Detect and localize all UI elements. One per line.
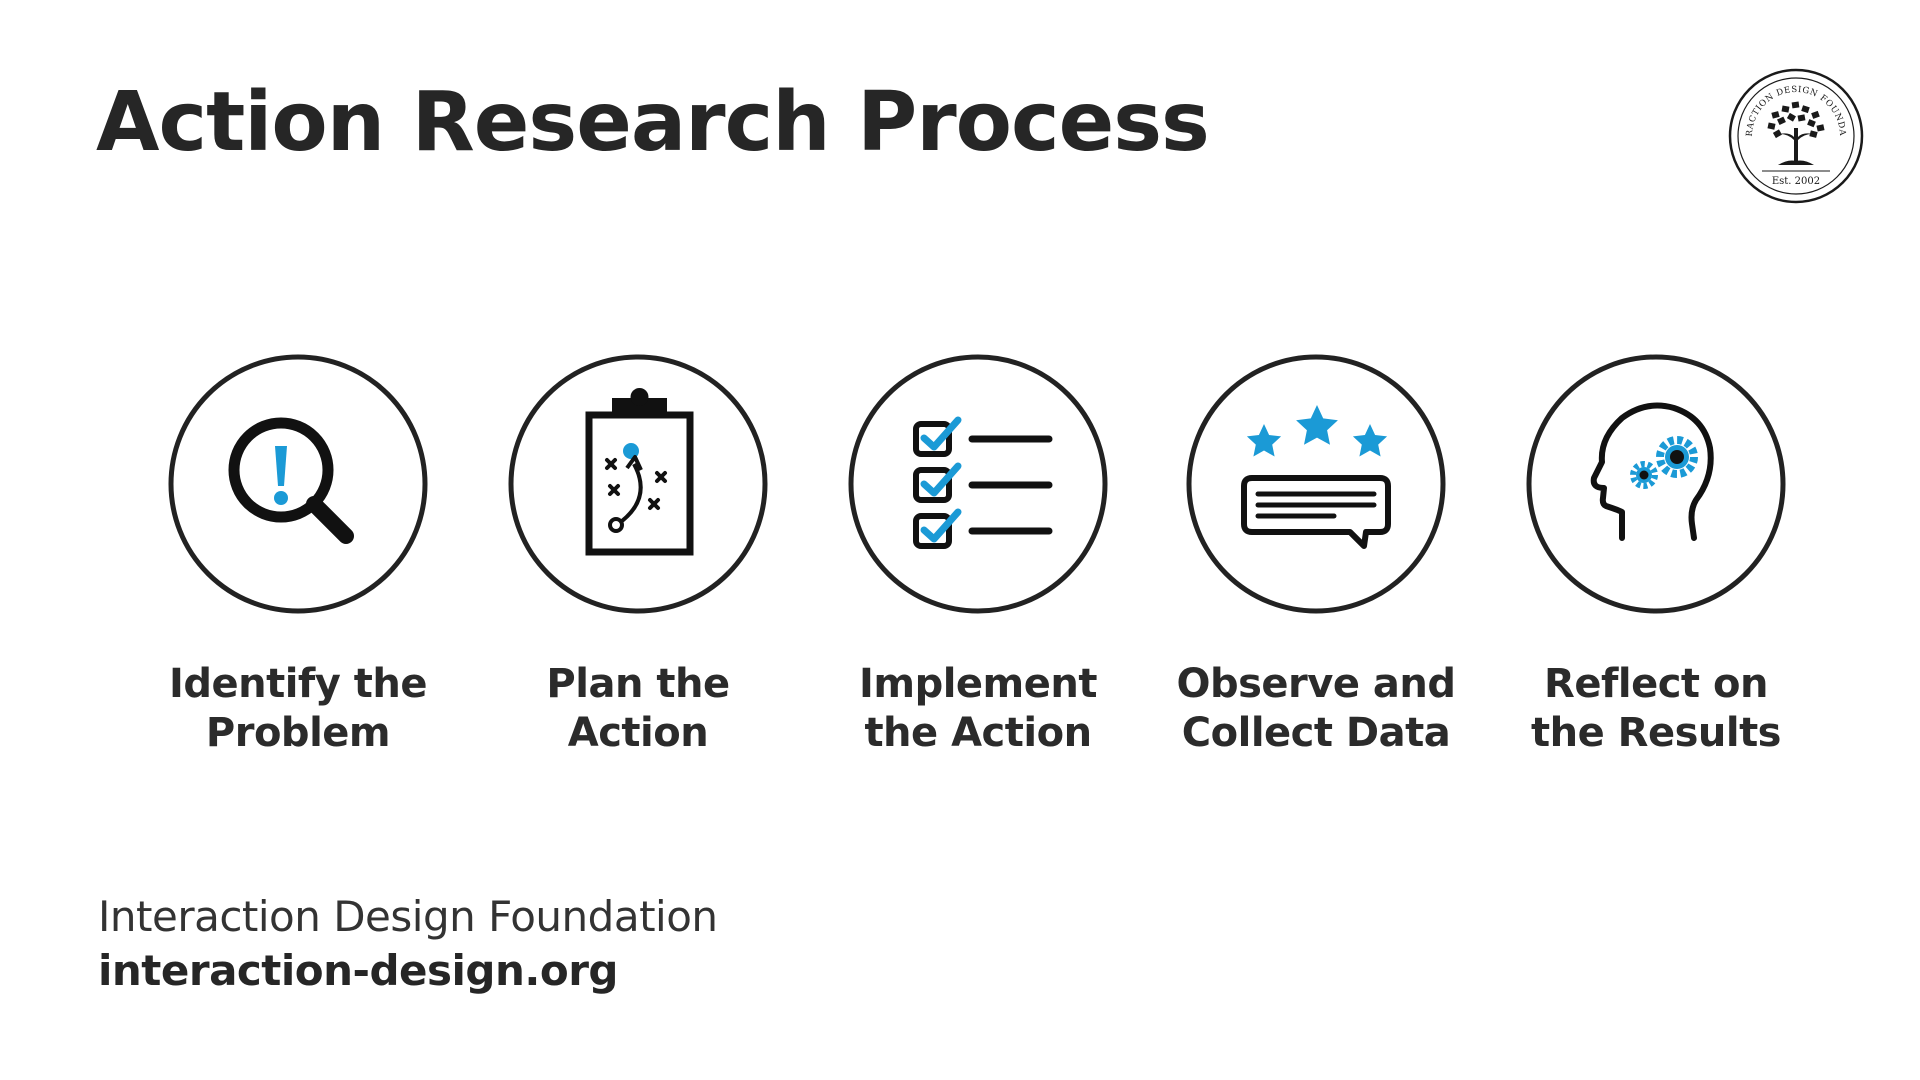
- footer-org-name: Interaction Design Foundation: [98, 892, 718, 941]
- stars-feedback-icon: [1241, 405, 1391, 549]
- idf-logo: INTERACTION DESIGN FOUNDATION Est. 2002: [1728, 68, 1864, 204]
- step-label: Observe and Collect Data: [1176, 661, 1456, 756]
- checklist-icon: [913, 416, 1053, 549]
- step-label: Identify the Problem: [168, 661, 428, 756]
- step-circle: [508, 354, 768, 614]
- tree-icon: [1767, 101, 1825, 165]
- gear-icon: [1656, 436, 1698, 478]
- page-title: Action Research Process: [96, 75, 1210, 170]
- logo-established: Est. 2002: [1772, 176, 1820, 187]
- step-label: Implement the Action: [859, 661, 1097, 756]
- clipboard-strategy-icon: [585, 388, 694, 556]
- gear-icon: [1630, 461, 1658, 489]
- step-circle: [1526, 354, 1786, 614]
- step-circle: [848, 354, 1108, 614]
- step-label: Reflect on the Results: [1530, 661, 1782, 756]
- magnifier-exclamation-icon: [228, 417, 354, 544]
- footer-url[interactable]: interaction-design.org: [98, 946, 618, 995]
- step-circle: [168, 354, 428, 614]
- step-circle: [1186, 354, 1446, 614]
- footer: Interaction Design Foundation interactio…: [98, 890, 718, 998]
- head-gears-icon: [1590, 402, 1714, 541]
- step-label: Plan the Action: [546, 661, 730, 756]
